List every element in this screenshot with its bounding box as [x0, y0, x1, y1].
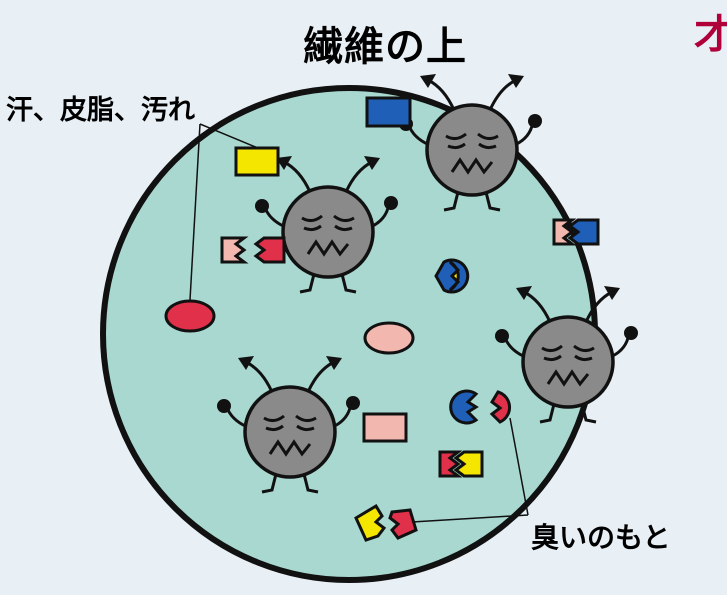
corner-glyph: 才 — [694, 12, 727, 58]
odor-molecule-icon — [220, 236, 286, 264]
fiber-surface-circle — [100, 85, 598, 583]
dirt-particle-icon — [362, 412, 408, 443]
odor-source-label: 臭いのもと — [527, 516, 675, 556]
diagram-title: 繊維の上 — [303, 24, 467, 70]
leader-lines — [189, 123, 529, 523]
odor-molecule-icon — [434, 258, 470, 294]
dirt-particle-icon — [164, 299, 216, 333]
odor-molecule-icon — [552, 218, 600, 246]
dirt-particle-icon — [234, 146, 280, 177]
sweat-sebum-dirt-label: 汗、皮脂、汚れ — [6, 95, 195, 126]
dirt-particle-icon — [365, 96, 412, 128]
odor-molecule-icon — [438, 450, 484, 478]
odor-molecule-icon — [449, 389, 511, 425]
dirt-particle-icon — [363, 321, 415, 355]
odor-molecule-icon — [354, 503, 418, 542]
